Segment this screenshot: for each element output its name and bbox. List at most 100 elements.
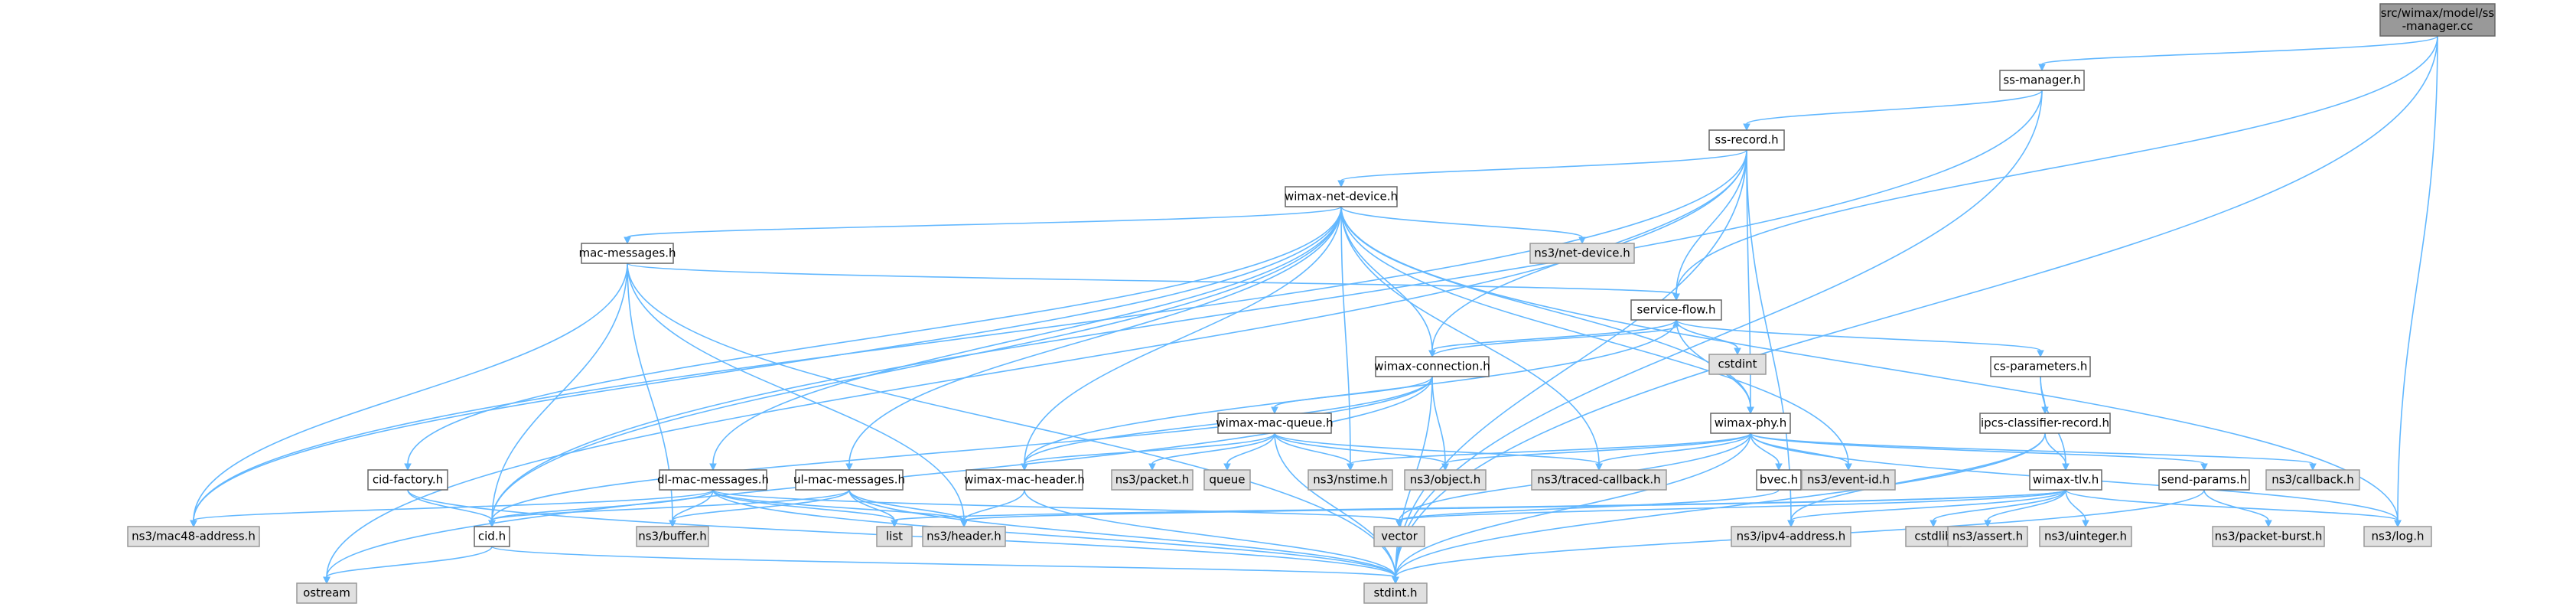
edge-arrowhead-ul-mac-messages-to-ns3-buffer [669, 520, 676, 528]
node-ns3-mac48-address: ns3/mac48-address.h [127, 526, 260, 547]
node-send-params[interactable]: send-params.h [2158, 469, 2250, 491]
node-cid-factory[interactable]: cid-factory.h [367, 469, 448, 491]
node-cstdint: cstdint [1708, 354, 1767, 375]
edge-wimax-mac-queue-to-ns3-traced-callback [1274, 432, 1600, 465]
edge-wimax-net-device-to-mac-messages [627, 206, 1342, 238]
edge-arrowhead-service-flow-to-cs-parameters [2037, 350, 2044, 358]
edge-wimax-phy-to-send-params [1750, 432, 2205, 465]
node-label-ns3-traced-callback: ns3/traced-callback.h [1537, 473, 1660, 487]
node-wimax-connection[interactable]: wimax-connection.h [1374, 356, 1490, 377]
edge-wimax-connection-to-service-flow [1431, 325, 1677, 357]
node-label-ss-record: ss-record.h [1715, 133, 1778, 147]
node-box-cid [474, 526, 510, 547]
edge-wimax-net-device-to-ns3-mac48-address [193, 206, 1342, 521]
edge-ss-record-to-wimax-net-device [1340, 149, 1747, 181]
node-box-ns3-ipv4-address [1731, 526, 1851, 547]
edge-arrowhead-ss-record-to-wimax-net-device [1337, 180, 1345, 188]
edge-arrowhead-wimax-net-device-to-dl-mac-messages [709, 463, 717, 471]
edge-ss-record-to-ns3-ipv4-address [1746, 149, 1792, 521]
edge-wimax-tlv-to-ns3-uinteger [2065, 489, 2086, 521]
edge-arrowhead-wimax-net-device-to-cid-factory [404, 463, 412, 471]
edge-wimax-net-device-to-wimax-mac-header [1024, 206, 1342, 465]
edge-arrowhead-wimax-tlv-to-vector [1395, 520, 1403, 528]
edge-ss-record-to-service-flow [1676, 149, 1747, 295]
node-ns3-net-device: ns3/net-device.h [1529, 243, 1635, 264]
node-ss-manager[interactable]: ss-manager.h [1999, 70, 2085, 91]
edge-wimax-net-device-to-ns3-net-device [1340, 206, 1583, 238]
node-label-cstdint: cstdint [1718, 357, 1757, 371]
edge-cid-to-stdint [491, 546, 1396, 578]
node-label-stdint: stdint.h [1373, 586, 1417, 600]
node-ostream: ostream [296, 582, 357, 604]
node-label-wimax-connection: wimax-connection.h [1374, 360, 1490, 374]
node-wimax-tlv[interactable]: wimax-tlv.h [2029, 469, 2102, 491]
node-service-flow[interactable]: service-flow.h [1630, 299, 1722, 321]
node-dl-mac-messages[interactable]: dl-mac-messages.h [657, 469, 769, 491]
edge-wimax-mac-queue-to-queue [1226, 432, 1275, 465]
node-box-dl-mac-messages [659, 469, 767, 491]
edge-ul-mac-messages-to-stdint [848, 489, 1396, 578]
node-box-service-flow [1630, 299, 1722, 321]
node-box-ns3-nstime [1308, 469, 1393, 491]
node-label-queue: queue [1210, 473, 1246, 487]
node-wimax-mac-queue[interactable]: wimax-mac-queue.h [1216, 413, 1334, 434]
edge-arrowhead-wimax-tlv-to-list [891, 520, 898, 528]
edge-ul-mac-messages-to-ns3-header [848, 489, 965, 521]
node-label-ns3-uinteger: ns3/uinteger.h [2044, 530, 2127, 543]
node-box-ns3-header [922, 526, 1006, 547]
node-cid[interactable]: cid.h [474, 526, 510, 547]
node-box-cstdint [1708, 354, 1767, 375]
node-label-dl-mac-messages: dl-mac-messages.h [657, 473, 769, 487]
edge-arrowhead-dl-mac-messages-to-ns3-mac48-address [190, 520, 197, 528]
edge-mac-messages-to-stdint [627, 263, 1396, 578]
edge-wimax-phy-to-ns3-callback [1750, 432, 2314, 465]
edge-wimax-net-device-to-ns3-nstime [1340, 206, 1351, 465]
edge-arrowhead-wimax-connection-to-wimax-mac-queue [1271, 406, 1278, 415]
edge-arrowhead-root-to-ss-manager [2038, 64, 2046, 72]
edge-ss-manager-to-ss-record [1746, 90, 2043, 125]
node-root[interactable]: src/wimax/model/ss-manager.cc [2379, 3, 2496, 37]
edge-arrowhead-wimax-mac-queue-to-ns3-packet [1148, 463, 1156, 471]
edge-ul-mac-messages-to-cid [491, 489, 850, 521]
node-ipcs-classifier-record[interactable]: ipcs-classifier-record.h [1979, 413, 2111, 434]
edge-wimax-connection-to-cid [491, 376, 1433, 521]
edge-wimax-net-device-to-dl-mac-messages [712, 206, 1342, 465]
node-ns3-callback: ns3/callback.h [2265, 469, 2360, 491]
edge-wimax-phy-to-ns3-traced-callback [1598, 432, 1751, 465]
node-label-cstdlib: cstdlib [1914, 530, 1952, 543]
node-queue: queue [1203, 469, 1251, 491]
edge-arrowhead-service-flow-to-cstdint [1734, 347, 1741, 356]
edge-arrowhead-wimax-mac-queue-to-ns3-traced-callback [1595, 463, 1603, 471]
edge-wimax-phy-to-bvec [1750, 432, 1780, 465]
node-box-wimax-connection [1375, 356, 1490, 377]
edge-wimax-tlv-to-ns3-assert [1987, 489, 2066, 521]
edge-ipcs-classifier-record-to-wimax-tlv [2044, 432, 2066, 465]
edge-arrowhead-wimax-net-device-to-mac-messages [624, 236, 631, 245]
node-ss-record[interactable]: ss-record.h [1708, 129, 1785, 151]
node-cs-parameters[interactable]: cs-parameters.h [1990, 356, 2091, 377]
edge-dl-mac-messages-to-stdint [712, 489, 1396, 578]
node-wimax-mac-header[interactable]: wimax-mac-header.h [964, 469, 1085, 491]
node-wimax-phy[interactable]: wimax-phy.h [1710, 413, 1791, 434]
node-label-ul-mac-messages: ul-mac-messages.h [793, 473, 905, 487]
edge-wimax-mac-header-to-ns3-header [963, 489, 1025, 521]
node-label-ns3-packet: ns3/packet.h [1115, 473, 1189, 487]
node-label-root: src/wimax/model/ss [2381, 6, 2495, 20]
node-ul-mac-messages[interactable]: ul-mac-messages.h [793, 469, 905, 491]
node-list: list [876, 526, 913, 547]
node-box-queue [1203, 469, 1251, 491]
edge-dl-mac-messages-to-list [712, 489, 895, 521]
node-box-ns3-event-id [1801, 469, 1896, 491]
node-label-wimax-mac-queue: wimax-mac-queue.h [1216, 416, 1333, 430]
node-label-ns3-packet-burst: ns3/packet-burst.h [2215, 530, 2323, 543]
node-mac-messages[interactable]: mac-messages.h [579, 243, 676, 264]
node-label-ns3-mac48-address: ns3/mac48-address.h [132, 530, 256, 543]
node-wimax-net-device[interactable]: wimax-net-device.h [1285, 186, 1398, 207]
edge-wimax-mac-queue-to-ns3-packet [1151, 432, 1275, 465]
node-bvec[interactable]: bvec.h [1756, 469, 1802, 491]
node-ns3-ipv4-address: ns3/ipv4-address.h [1731, 526, 1851, 547]
edge-cid-factory-to-cid [407, 489, 493, 521]
node-box-stdint [1363, 582, 1428, 604]
edge-arrowhead-wimax-mac-queue-to-ns3-nstime [1347, 463, 1354, 471]
edge-arrowhead-service-flow-to-wimax-phy [1747, 406, 1754, 415]
